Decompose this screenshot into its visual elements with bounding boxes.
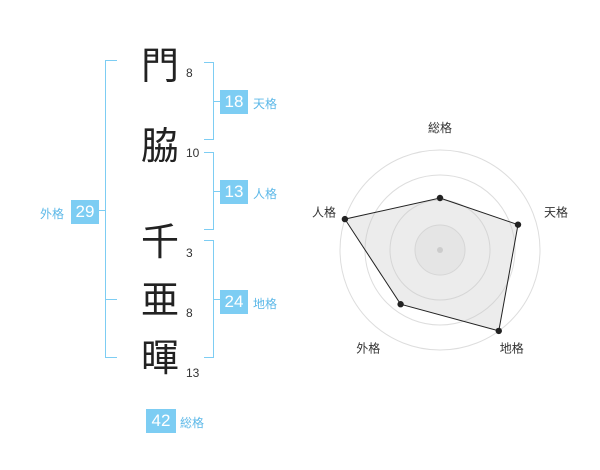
chikaku-label: 地格 (253, 297, 278, 311)
stroke-count-1: 8 (186, 66, 193, 80)
stroke-count-2: 10 (186, 146, 200, 160)
radar-ring-4 (339, 149, 541, 351)
radar-axis-label-4: 人格 (312, 204, 336, 219)
radar-axis-label-3: 外格 (356, 341, 380, 356)
radar-polygon (344, 197, 519, 332)
radar-point-1 (514, 221, 522, 228)
radar-axis-label-0: 総格 (428, 120, 452, 135)
radar-axis-label-1: 天格 (544, 204, 568, 219)
radar-point-0 (436, 194, 444, 202)
name-char-5: 暉 (140, 336, 179, 380)
name-char-2: 脇 (140, 124, 179, 168)
gaikaku-label: 外格 (40, 207, 65, 221)
stroke-count-3: 3 (186, 246, 193, 260)
gaikaku-value: 29 (71, 200, 99, 224)
name-char-3: 千 (140, 220, 179, 264)
radar-point-2 (495, 327, 502, 335)
gaikaku-bracket (105, 60, 117, 358)
chikaku-bracket (204, 240, 214, 358)
radar-center (437, 247, 443, 253)
soukaku-label: 総格 (180, 416, 205, 430)
chikaku-tick (214, 299, 220, 300)
gaikaku-tick-mid (105, 299, 117, 300)
jinkaku-value: 13 (220, 180, 248, 204)
stroke-count-4: 8 (186, 306, 193, 320)
tenkaku-bracket (204, 62, 214, 140)
radar-point-3 (397, 301, 404, 308)
tenkaku-value: 18 (220, 90, 248, 114)
jinkaku-tick (214, 191, 220, 192)
radar-points (341, 194, 522, 335)
name-char-4: 亜 (140, 278, 179, 322)
soukaku-value: 42 (146, 409, 176, 433)
name-char-1: 門 (140, 44, 179, 88)
chikaku-value: 24 (220, 290, 248, 314)
jinkaku-label: 人格 (253, 187, 278, 201)
stroke-count-5: 13 (186, 366, 200, 380)
gaikaku-tick (99, 210, 105, 211)
tenkaku-tick (214, 101, 220, 102)
radar-point-4 (341, 215, 349, 223)
jinkaku-bracket (204, 152, 214, 230)
radar-axis-label-2: 地格 (500, 341, 524, 356)
tenkaku-label: 天格 (253, 97, 278, 111)
